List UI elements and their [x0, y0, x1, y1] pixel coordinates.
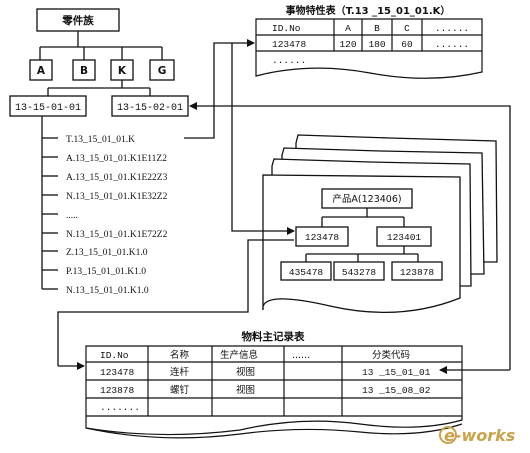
family-code-1: 13-15-01-01 — [15, 103, 81, 114]
master-cell: 连杆 — [170, 366, 190, 378]
master-header: ...... — [292, 350, 310, 361]
group-label-k: K — [118, 65, 127, 77]
feature-table-title: 事物特性表（T.13 _15_01_01.K） — [286, 4, 451, 17]
product-tree — [280, 188, 443, 281]
code-box-1 — [9, 95, 87, 117]
product-node-label: 123401 — [387, 232, 422, 243]
product-structure-stack — [262, 134, 498, 314]
tree-item: A.13_15_01_01.K1E22Z3 — [66, 173, 168, 183]
product-leaf-123878 — [391, 261, 443, 281]
family-code-2: 13-15-02-01 — [117, 103, 183, 114]
feature-more: ...... — [272, 55, 306, 66]
group-label-a: A — [37, 65, 46, 77]
master-cell: 视图 — [236, 366, 255, 378]
product-node-label: 123478 — [305, 232, 340, 243]
master-cell: ....... — [100, 402, 140, 413]
group-box-b — [72, 59, 96, 81]
watermark-logo: e-works — [444, 426, 515, 445]
master-cell: 视图 — [236, 384, 255, 396]
product-leaf-543278 — [333, 261, 385, 281]
product-leaf-label: 543278 — [342, 267, 377, 278]
feature-cell: 120 — [339, 39, 356, 50]
connectors — [57, 39, 511, 374]
product-leaf-label: 435478 — [289, 267, 324, 278]
parts-family-title: 零件族 — [61, 14, 94, 27]
product-root-label: 产品A(123406) — [332, 193, 401, 205]
feature-cell: 180 — [368, 39, 385, 50]
master-cell: 123878 — [100, 385, 135, 396]
master-cell: 123478 — [100, 367, 135, 378]
feature-header: ID.No — [272, 23, 301, 34]
feature-header: A — [345, 23, 351, 34]
product-leaf-label: 123878 — [400, 267, 435, 278]
tree-item: N.13_15_01_01.K1E72Z2 — [66, 230, 168, 240]
tree-item: N.13_15_01_01.K1E32Z2 — [66, 192, 168, 202]
link-master-to-product — [57, 239, 294, 366]
group-box-a — [29, 59, 53, 81]
master-cell: 13 _15_01_01 — [362, 367, 431, 378]
feature-header: C — [404, 23, 410, 34]
product-leaf-435478 — [280, 261, 332, 281]
master-header: 生产信息 — [220, 349, 258, 361]
tree-item: T.13_15_01_01.K — [66, 135, 135, 145]
master-table-title: 物料主记录表 — [242, 330, 305, 343]
master-header: 名称 — [170, 349, 190, 361]
tree-item: N.13_15_01_01.K1.0 — [66, 286, 149, 296]
group-label-b: B — [80, 65, 88, 77]
master-cell: 13 _15_08_02 — [362, 385, 431, 396]
parts-family-tree — [9, 8, 189, 290]
feature-cell: 60 — [401, 39, 413, 50]
feature-table — [255, 18, 483, 79]
code-box-2 — [111, 95, 189, 117]
master-header: 分类代码 — [372, 349, 410, 361]
arrow-to-family-code — [189, 102, 511, 370]
master-cell: 螺钉 — [170, 385, 190, 396]
master-table — [85, 345, 463, 439]
tree-item: ..... — [66, 211, 78, 221]
tree-item: P.13_15_01_01.K1.0 — [66, 267, 146, 277]
feature-cell: ...... — [435, 39, 469, 50]
master-header: ID.No — [100, 350, 129, 361]
product-node-123478 — [295, 226, 349, 247]
tree-item: Z.13_15_01_01.K1.0 — [66, 248, 148, 258]
tree-item: A.13_15_01_01.K1E11Z2 — [66, 154, 167, 164]
feature-cell: 123478 — [272, 39, 307, 50]
e-works-watermark: e-works — [439, 426, 515, 445]
feature-header: ...... — [435, 23, 469, 34]
arrow-to-feature-table — [184, 39, 255, 139]
group-box-g — [149, 59, 175, 81]
feature-header: B — [374, 23, 380, 34]
group-label-g: G — [158, 65, 167, 77]
